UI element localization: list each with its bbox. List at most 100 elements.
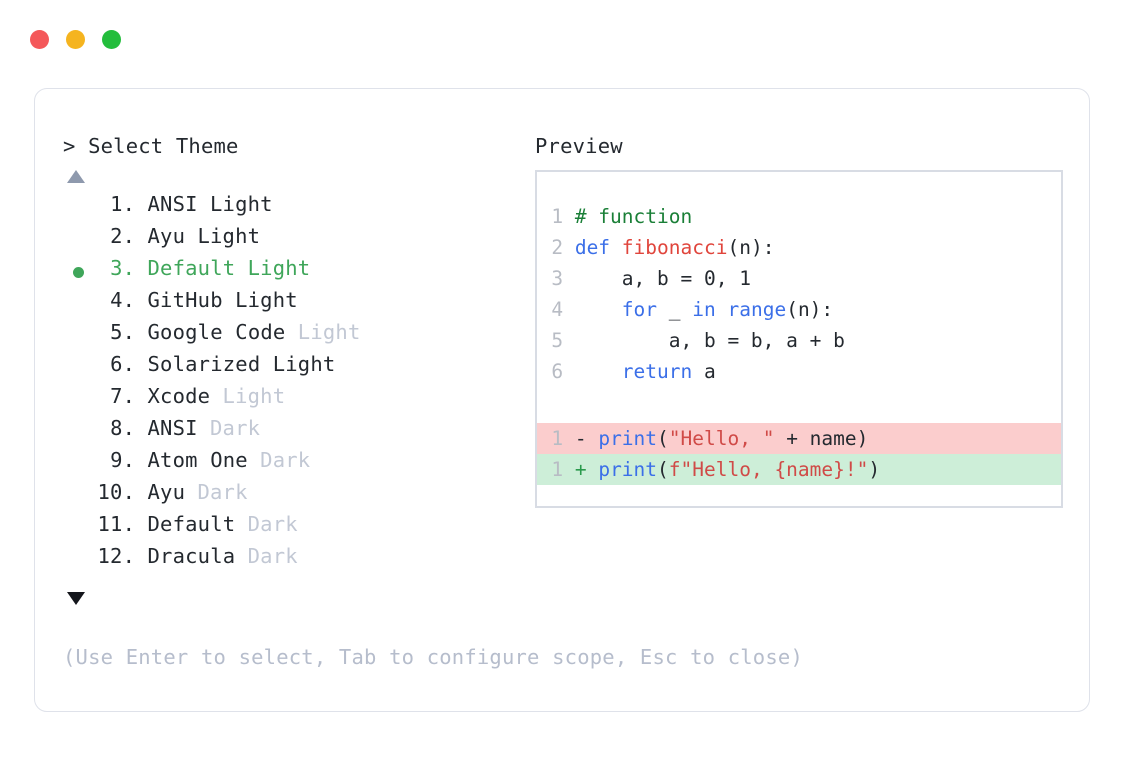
diff-sample: 1 - print("Hello, " + name)1 + print(f"H…: [537, 423, 1061, 485]
code-token-keyword: for: [621, 298, 658, 321]
code-line: 6 return a: [549, 356, 845, 387]
page-title: > Select Theme: [63, 134, 239, 158]
theme-item-separator: .: [122, 480, 136, 504]
code-token-plain: [716, 298, 728, 321]
theme-item-separator: .: [122, 448, 136, 472]
gutter-space: [563, 205, 575, 228]
theme-item-separator: .: [122, 288, 136, 312]
gutter-space: [587, 458, 599, 481]
line-number: 5: [551, 329, 564, 352]
code-token-string: f"Hello, {name}!": [668, 458, 869, 481]
gutter-space: [563, 329, 575, 352]
selection-indicator: [63, 352, 93, 384]
selection-indicator: [63, 256, 93, 288]
code-token-plain: a, b = b, a + b: [574, 329, 845, 352]
theme-item-variant: Light: [235, 288, 298, 312]
theme-item-index: 1: [110, 192, 123, 216]
theme-item-separator: .: [122, 224, 136, 248]
selection-indicator: [63, 512, 93, 544]
theme-list-item[interactable]: 11. Default Dark: [63, 512, 533, 544]
code-token-plain: a, b =: [574, 267, 704, 290]
selection-indicator: [63, 288, 93, 320]
line-number: 4: [551, 298, 564, 321]
line-number: 1: [551, 205, 564, 228]
theme-item-variant: Light: [222, 384, 286, 408]
code-line: 4 for _ in range(n):: [549, 294, 845, 325]
code-token-num: 1: [739, 267, 751, 290]
code-line: 3 a, b = 0, 1: [549, 263, 845, 294]
theme-item-variant: Dark: [260, 448, 311, 472]
theme-item-variant: Light: [209, 192, 273, 216]
line-number: 6: [551, 360, 564, 383]
code-token-plain: [575, 360, 622, 383]
selection-indicator: [63, 192, 93, 224]
selection-indicator: [63, 480, 93, 512]
diff-line-del: 1 - print("Hello, " + name): [537, 423, 1061, 454]
minimize-button[interactable]: [66, 30, 85, 49]
theme-item-name: GitHub: [147, 288, 223, 312]
code-token-keyword: in: [692, 298, 716, 321]
scroll-up-icon[interactable]: [67, 170, 85, 183]
diff-sign: +: [574, 458, 587, 481]
code-token-keyword: def: [574, 236, 622, 259]
gutter-space: [563, 360, 575, 383]
theme-item-separator: .: [122, 256, 136, 280]
selection-indicator: [63, 448, 93, 480]
window-controls: [30, 30, 121, 49]
theme-item-index: 5: [110, 320, 123, 344]
theme-item-name: Atom One: [147, 448, 248, 472]
code-token-plain: + name): [774, 427, 869, 450]
selection-indicator: [63, 384, 93, 416]
theme-item-name: Default: [147, 512, 236, 536]
theme-item-name: Default: [147, 256, 236, 280]
theme-item-name: Solarized: [147, 352, 261, 376]
code-token-builtin: print: [598, 427, 658, 450]
gutter-space: [563, 267, 575, 290]
theme-item-separator: .: [122, 512, 136, 536]
selection-indicator: [63, 544, 93, 576]
theme-item-variant: Light: [272, 352, 336, 376]
theme-item-separator: .: [122, 416, 136, 440]
line-number: 1: [551, 427, 564, 450]
code-line: 1 # function: [549, 201, 845, 232]
gutter-space: [563, 298, 575, 321]
theme-list-item[interactable]: 1. ANSI Light: [63, 192, 533, 224]
theme-item-variant: Dark: [197, 480, 248, 504]
code-token-plain: (: [657, 458, 669, 481]
theme-item-index: 12: [97, 544, 123, 568]
theme-item-name: ANSI: [147, 192, 198, 216]
line-number: 2: [551, 236, 564, 259]
diff-line-add: 1 + print(f"Hello, {name}!"): [537, 454, 1061, 485]
theme-item-separator: .: [122, 384, 136, 408]
theme-item-index: 8: [110, 416, 123, 440]
close-button[interactable]: [30, 30, 49, 49]
theme-item-index: 3: [110, 256, 123, 280]
code-line: 2 def fibonacci(n):: [549, 232, 845, 263]
theme-item-variant: Dark: [247, 512, 298, 536]
code-token-plain: a: [692, 360, 716, 383]
theme-item-separator: .: [122, 352, 136, 376]
theme-item-index: 11: [97, 512, 123, 536]
scroll-down-icon[interactable]: [67, 592, 85, 605]
theme-item-name: Ayu: [147, 480, 186, 504]
code-token-plain: (: [657, 427, 669, 450]
theme-item-separator: .: [122, 192, 136, 216]
code-token-plain: ,: [715, 267, 740, 290]
theme-item-index: 2: [110, 224, 123, 248]
selection-indicator: [63, 416, 93, 448]
maximize-button[interactable]: [102, 30, 121, 49]
